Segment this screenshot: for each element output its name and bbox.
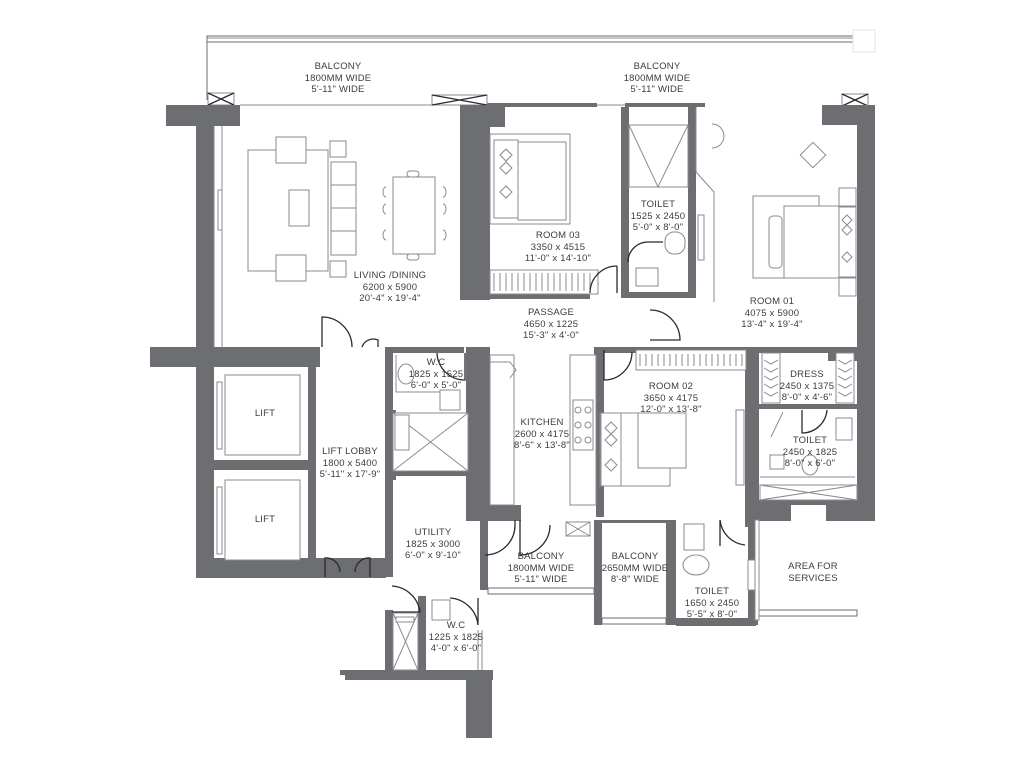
toilet-room-03-fixtures <box>627 124 689 287</box>
top-balcony-railing <box>206 29 876 100</box>
room-dim-ft: 15'-3" x 4'-0" <box>523 330 579 341</box>
room-01-door <box>649 309 681 341</box>
wc-2-fixtures <box>392 597 483 671</box>
label-room-03: ROOM 03 3350 x 4515 11'-0" x 14'-10" <box>525 230 591 265</box>
room-name: BALCONY <box>517 551 565 562</box>
room-dim-mm: 2650MM WIDE <box>601 562 669 574</box>
room-name: ROOM 03 <box>535 230 581 241</box>
room-02-furniture <box>599 349 747 487</box>
room-dim-ft: 20'-4" x 19'-4" <box>359 293 421 304</box>
lobby-doors <box>324 557 371 577</box>
room-name: W.C <box>446 620 466 631</box>
room-dim-mm: 2450 x 1825 <box>782 446 838 458</box>
label-balcony-room-02: BALCONY 2650MM WIDE 8'-8" WIDE <box>602 551 669 586</box>
room-dim-ft: 8'-8" WIDE <box>610 574 660 585</box>
room-dim-ft: 13'-4" x 19'-4" <box>741 319 803 330</box>
dress-toilet-fixtures <box>759 352 858 501</box>
label-passage: PASSAGE 4650 x 1225 15'-3" x 4'-0" <box>523 307 579 342</box>
room-name: LIFT <box>254 408 276 419</box>
room-dim-ft: 5'-0" x 8'-0" <box>632 222 684 233</box>
label-balcony-top-left: BALCONY 1800MM WIDE 5'-11" WIDE <box>305 61 372 96</box>
label-room-02: ROOM 02 3650 x 4175 12'-0" x 13'-8" <box>640 381 701 416</box>
label-balcony-top-right: BALCONY 1800MM WIDE 5'-11" WIDE <box>624 61 691 96</box>
label-lift-2: LIFT <box>255 514 275 526</box>
balcony-glazing <box>240 103 705 107</box>
room-name: TOILET <box>640 199 676 210</box>
room-name: LIVING /DINING <box>353 270 427 281</box>
label-area-for-services: AREA FOR SERVICES <box>788 561 838 584</box>
room-name: ROOM 02 <box>648 381 694 392</box>
label-toilet-room-01: TOILET 2450 x 1825 8'-0" x 6'-0" <box>783 435 838 470</box>
room-name: AREA FOR <box>788 561 838 572</box>
room-name: LIFT <box>254 514 276 525</box>
label-lift-1: LIFT <box>255 408 275 420</box>
lifts <box>216 374 301 561</box>
room-name: PASSAGE <box>527 307 575 318</box>
room-01-furniture <box>695 107 857 302</box>
room-dim-mm: 1650 x 2450 <box>684 597 740 609</box>
label-toilet-room-02: TOILET 1650 x 2450 5'-5" x 8'-0" <box>685 586 740 621</box>
living-furniture <box>247 136 447 282</box>
room-name: KITCHEN <box>520 417 564 428</box>
room-dim-ft: 5'-11" WIDE <box>630 84 684 95</box>
room-dim-mm: 2600 x 4175 <box>514 428 570 440</box>
room-dim-ft: 5'-11" WIDE <box>311 84 365 95</box>
label-living-dining: LIVING /DINING 6200 x 5900 20'-4" x 19'-… <box>354 270 426 305</box>
label-lift-lobby: LIFT LOBBY 1800 x 5400 5'-11" x 17'-9" <box>320 446 381 481</box>
utility-door <box>484 520 516 556</box>
label-utility: UTILITY 1825 x 3000 6'-0" x 9'-10" <box>405 527 461 562</box>
room-dim-mm: 3650 x 4175 <box>643 392 699 404</box>
room-dim-ft: 6'-0" x 5'-0" <box>410 380 462 391</box>
room-dim-mm: 1800 x 5400 <box>322 457 378 469</box>
room-dim-ft: 5'-5" x 8'-0" <box>686 609 738 620</box>
label-dress: DRESS 2450 x 1375 8'-0" x 4'-6" <box>780 369 835 404</box>
room-dim-mm: 1800MM WIDE <box>623 72 691 84</box>
room-dim-ft: 12'-0" x 13'-8" <box>640 404 702 415</box>
room-name-line2: SERVICES <box>788 572 838 584</box>
room-dim-ft: 8'-0" x 6'-0" <box>784 458 836 469</box>
room-dim-ft: 6'-0" x 9'-10" <box>405 550 461 561</box>
room-dim-mm: 1825 x 3000 <box>405 538 461 550</box>
room-03-furniture <box>489 133 618 295</box>
living-entry-doors <box>321 316 379 348</box>
room-name: TOILET <box>694 586 730 597</box>
room-dim-ft: 5'-11" WIDE <box>514 574 568 585</box>
label-wc-1: W.C 1825 x 1525 6'-0" x 5'-0" <box>409 357 464 392</box>
room-dim-mm: 1225 x 1825 <box>428 631 484 643</box>
room-dim-mm: 1800MM WIDE <box>304 72 372 84</box>
room-name: LIFT LOBBY <box>322 446 378 457</box>
room-name: BALCONY <box>633 61 681 72</box>
room-dim-mm: 4650 x 1225 <box>523 318 579 330</box>
room-dim-ft: 8'-6" x 13'-8" <box>514 440 570 451</box>
room-name: BALCONY <box>611 551 659 562</box>
wc-1-fixtures <box>392 352 469 472</box>
room-name: UTILITY <box>414 527 452 538</box>
room-dim-mm: 3350 x 4515 <box>530 241 586 253</box>
room-dim-mm: 1800MM WIDE <box>507 562 575 574</box>
room-dim-ft: 5'-11" x 17'-9" <box>319 469 381 480</box>
kitchen-counters <box>489 354 597 506</box>
room-name: DRESS <box>790 369 824 380</box>
room-dim-ft: 4'-0" x 6'-0" <box>430 643 482 654</box>
label-wc-2: W.C 1225 x 1825 4'-0" x 6'-0" <box>429 620 484 655</box>
room-dim-mm: 6200 x 5900 <box>362 281 418 293</box>
label-kitchen: KITCHEN 2600 x 4175 8'-6" x 13'-8" <box>514 417 570 452</box>
room-dim-ft: 8'-0" x 4'-6" <box>781 392 833 403</box>
room-name: BALCONY <box>314 61 362 72</box>
room-name: TOILET <box>792 435 828 446</box>
label-balcony-kitchen: BALCONY 1800MM WIDE 5'-11" WIDE <box>508 551 575 586</box>
room-name: W.C <box>426 357 446 368</box>
room-dim-ft: 11'-0" x 14'-10" <box>524 253 592 264</box>
room-name: ROOM 01 <box>749 296 795 307</box>
label-room-01: ROOM 01 4075 x 5900 13'-4" x 19'-4" <box>741 296 802 331</box>
room-dim-mm: 1525 x 2450 <box>630 210 686 222</box>
room-dim-mm: 2450 x 1375 <box>779 380 835 392</box>
label-toilet-room-03: TOILET 1525 x 2450 5'-0" x 8'-0" <box>631 199 686 234</box>
room-dim-mm: 1825 x 1525 <box>408 368 464 380</box>
room-dim-mm: 4075 x 5900 <box>744 307 800 319</box>
toilet-room-02-fixtures <box>682 519 759 591</box>
